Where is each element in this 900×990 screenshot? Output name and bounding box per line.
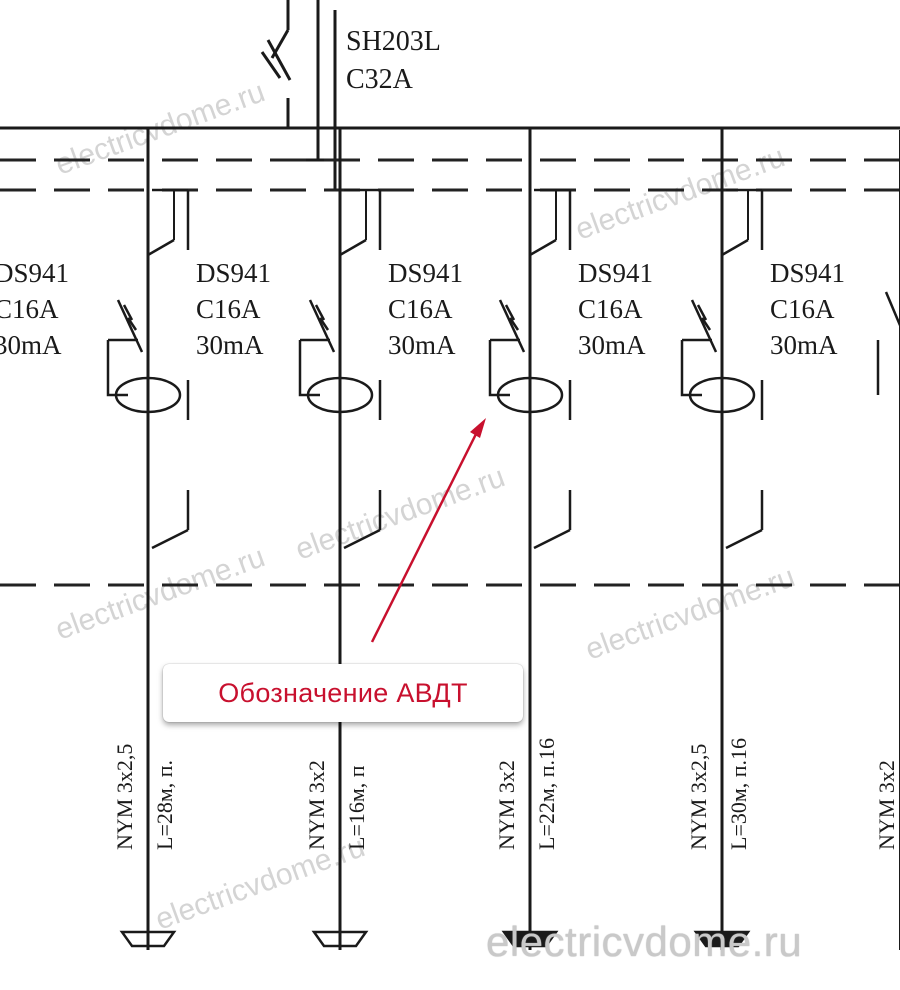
leakage-bracket — [106, 340, 128, 397]
watermark-faint-6: electricvdome.ru — [291, 460, 509, 566]
cable-length-label: L=30м, п.16 — [726, 738, 751, 850]
terminal-symbol — [501, 930, 559, 948]
rcbo-rating: C16A — [196, 294, 261, 324]
cable-type-label: NYM 3x2 — [494, 760, 519, 850]
cable-length-label: L=16м, п — [344, 765, 369, 850]
rcbo-rating-cropped: C16A — [0, 294, 59, 324]
watermark-main: electricvdome.ru — [486, 918, 803, 965]
current-transformer-ellipse — [688, 376, 756, 414]
annotation-arrow — [370, 418, 486, 643]
cable-length-label: L=22м, п.16 — [534, 738, 559, 850]
rcbo-rating: C16A — [578, 294, 643, 324]
current-transformer-ellipse — [114, 376, 182, 414]
watermark-faint-3: electricvdome.ru — [51, 540, 269, 646]
dashed-rails — [0, 158, 900, 587]
cable-type-label: NYM 3x2 — [874, 760, 899, 850]
cable-length-label: L=28м, п. — [152, 760, 177, 850]
annotation-callout: Обозначение АВДТ — [163, 664, 523, 722]
cable-type-label: NYM 3x2 — [304, 760, 329, 850]
main-breaker-rating: C32A — [346, 64, 414, 95]
rcbo-leakage: 30mA — [578, 330, 646, 360]
watermark-faint-5: electricvdome.ru — [151, 830, 369, 936]
rcbo-model: DS941 — [388, 258, 463, 288]
rcbo-model: DS941 — [770, 258, 845, 288]
terminal-symbol — [693, 930, 751, 948]
cable-type-label: NYM 3x2,5 — [112, 744, 137, 850]
rcbo-model-cropped: DS941 — [0, 258, 69, 288]
leakage-bracket — [488, 340, 510, 397]
watermark-faint-4: electricvdome.ru — [581, 560, 799, 666]
main-breaker-model: SH203L — [346, 26, 441, 57]
cable-type-label: NYM 3x2,5 — [686, 744, 711, 850]
terminal-symbol — [119, 930, 177, 948]
rcbo-rating: C16A — [770, 294, 835, 324]
leakage-bracket — [680, 340, 702, 397]
rcbo-model: DS941 — [196, 258, 271, 288]
rcbo-rating: C16A — [388, 294, 453, 324]
current-transformer-ellipse — [306, 376, 374, 414]
terminal-symbol — [311, 930, 369, 948]
rcbo-model: DS941 — [578, 258, 653, 288]
rcbo-leakage-cropped: 30mA — [0, 330, 62, 360]
rcbo-leakage: 30mA — [196, 330, 264, 360]
rcbo-module-right-edge: NYM 3x2 — [874, 130, 900, 950]
rcbo-leakage: 30mA — [770, 330, 838, 360]
annotation-label: Обозначение АВДТ — [218, 677, 468, 708]
leakage-bracket — [298, 340, 320, 397]
current-transformer-ellipse — [496, 376, 564, 414]
watermark-faint-2: electricvdome.ru — [571, 140, 789, 246]
rcbo-leakage: 30mA — [388, 330, 456, 360]
